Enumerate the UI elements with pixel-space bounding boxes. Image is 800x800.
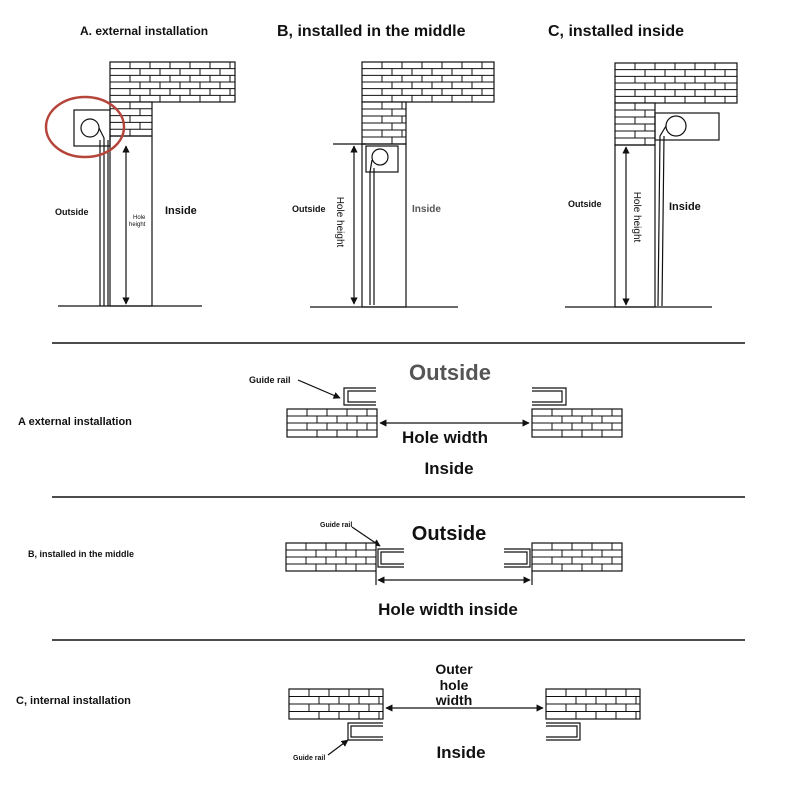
panel-b-outside-label: Outside [292, 204, 326, 214]
row-a-guide-rail-pointer [297, 379, 341, 399]
panel-b-title: B, installed in the middle [277, 23, 466, 40]
panel-c-roller [665, 115, 687, 137]
row-b-outside-label: Outside [412, 523, 486, 545]
panel-b-roller-box [365, 145, 399, 173]
row-a-label: A external installation [18, 416, 132, 428]
row-c-label: C, internal installation [16, 695, 131, 707]
row-a-inside-label: Inside [424, 459, 473, 478]
row-c-inside-label: Inside [436, 743, 485, 762]
panel-a-outside-label: Outside [55, 207, 89, 217]
row-a-left-rail [343, 387, 376, 406]
panel-a-inside-label: Inside [165, 205, 197, 217]
panel-c-lintel-bricks [614, 62, 738, 104]
panel-a-hole-label-1: Hole [133, 215, 146, 221]
panel-b-guide-rail [369, 159, 375, 305]
panel-a-roller-box [73, 109, 111, 147]
row-c-hole-label: hole [440, 677, 469, 693]
row-b-right-rail [504, 548, 531, 568]
panel-c-guide-rail [657, 125, 667, 307]
panel-c-hole-height-label: Hole height [631, 192, 642, 243]
panel-b-wall-bricks [361, 101, 407, 145]
row-a-hole-width-label: Hole width [402, 428, 488, 447]
panel-a-wall-bricks [109, 101, 153, 137]
panel-b-roller [371, 148, 389, 166]
panel-a-lintel-bricks [109, 61, 236, 103]
row-c-right-wall [545, 688, 641, 720]
panel-a-guide-rail [98, 127, 109, 306]
row-b-right-wall [531, 542, 623, 572]
row-a-right-wall [531, 408, 623, 438]
panel-b-hole-height-label: Hole height [334, 197, 345, 248]
panel-a-title: A. external installation [80, 24, 208, 38]
panel-c-inside: C, installed inside Hole height Outside … [548, 23, 738, 308]
row-a-left-wall [286, 408, 378, 438]
row-a-guide-rail-label: Guide rail [249, 375, 291, 385]
panel-b-middle: B, installed in the middle Hole height O… [277, 23, 495, 308]
panel-c-wall-bricks [614, 102, 656, 146]
row-c-left-rail [347, 722, 383, 741]
panel-a-hole-label-2: height [129, 222, 146, 228]
row-b-left-rail [377, 548, 404, 568]
row-c-outer-label: Outer [435, 661, 473, 677]
row-a-external: A external installation Guide rail Outsi… [18, 360, 623, 478]
row-c-right-rail [546, 722, 581, 741]
row-c-width-label: width [435, 692, 473, 708]
panel-a-external: A. external installation Hole height Out… [44, 24, 236, 307]
row-c-guide-rail-label: Guide rail [293, 755, 325, 762]
panel-c-inside-label: Inside [669, 201, 701, 213]
row-c-left-wall [288, 688, 384, 720]
row-b-middle: B, installed in the middle Guide rail Ou… [28, 522, 623, 619]
row-b-label: B, installed in the middle [28, 549, 134, 559]
row-b-hole-width-label: Hole width inside [378, 600, 518, 619]
panel-a-highlight-circle [44, 95, 126, 159]
panel-a-wall [109, 135, 153, 307]
row-b-left-wall [285, 542, 377, 572]
panel-b-lintel-bricks [361, 61, 495, 103]
panel-b-inside-label: Inside [412, 204, 441, 215]
panel-c-title: C, installed inside [548, 23, 684, 40]
row-a-outside-label: Outside [409, 360, 491, 385]
panel-a-roller [80, 118, 100, 138]
panel-c-outside-label: Outside [568, 199, 602, 209]
row-a-right-rail [532, 387, 567, 406]
row-c-internal: C, internal installation Outer hole widt… [16, 661, 641, 762]
panel-b-wall [361, 143, 407, 308]
row-b-guide-rail-label: Guide rail [320, 522, 352, 529]
row-c-guide-rail-pointer [327, 739, 349, 756]
brick-outline [109, 101, 153, 137]
panel-c-roller-box [654, 112, 720, 141]
